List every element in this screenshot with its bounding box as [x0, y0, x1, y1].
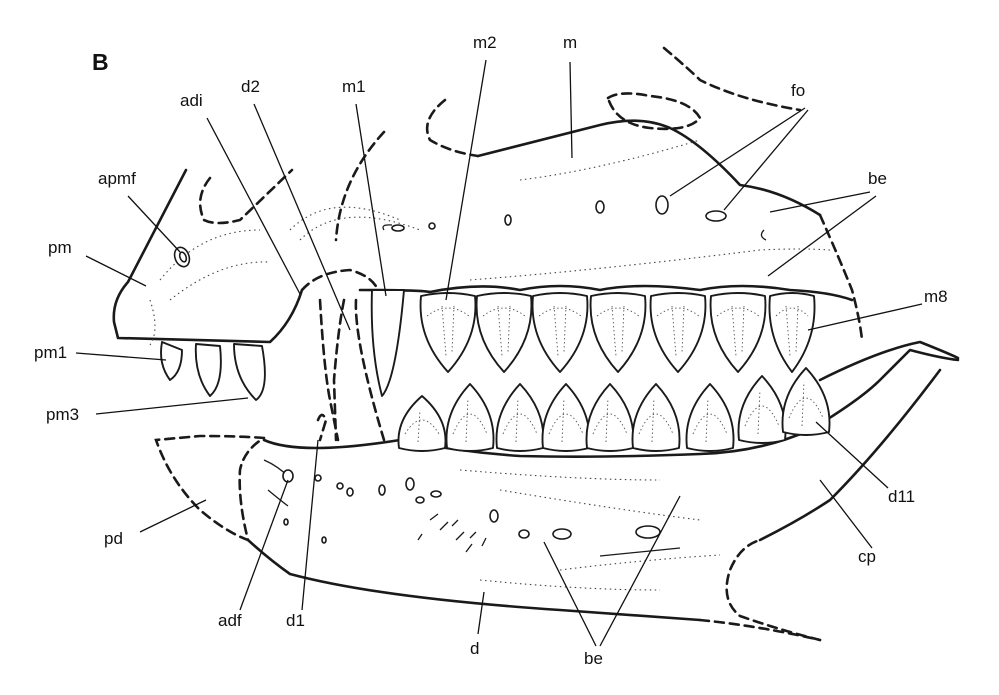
upper-tooth-ridges: [596, 305, 640, 357]
upper-tooth: [709, 292, 767, 373]
premaxillary-teeth: [160, 341, 266, 401]
upper-tooth-ridges: [775, 305, 809, 357]
lower-tooth: [585, 383, 635, 452]
label-d: d: [470, 639, 479, 658]
label-d2: d2: [241, 77, 260, 96]
label-m: m: [563, 33, 577, 52]
label-cp: cp: [858, 547, 876, 566]
label-adi: adi: [180, 91, 203, 110]
lower-tooth-ridges: [692, 397, 728, 443]
upper-tooth-ridges: [482, 305, 526, 357]
maxilla-anterior-margin: [300, 268, 380, 292]
upper-tooth: [419, 292, 477, 373]
leader-lines: [75, 59, 923, 647]
tooth-m1: [370, 289, 405, 397]
maxilla-anterior-dashed-edge: [318, 130, 386, 442]
label-pd: pd: [104, 529, 123, 548]
lower-tooth: [685, 383, 735, 452]
lower-tooth-ridges: [744, 389, 780, 435]
lower-tooth: [495, 383, 545, 452]
lower-tooth: [445, 383, 495, 452]
lower-tooth-ridges: [452, 397, 488, 443]
lower-tooth-ridges: [592, 397, 628, 443]
label-m8: m8: [924, 287, 948, 306]
label-d1: d1: [286, 611, 305, 630]
label-m2: m2: [473, 33, 497, 52]
lower-tooth: [397, 395, 447, 452]
upper-tooth: [768, 292, 816, 373]
label-apmf: apmf: [98, 169, 136, 188]
label-be-upper: be: [868, 169, 887, 188]
upper-tooth: [589, 292, 647, 373]
lower-tooth-ridges: [404, 409, 440, 443]
lower-tooth: [781, 367, 831, 436]
lower-tooth-ridges: [788, 381, 824, 427]
upper-tooth-ridges: [656, 305, 700, 357]
dentary-tooth-d2-outline: [332, 298, 386, 442]
maxillary-tooth-margin: [358, 284, 854, 302]
upper-tooth: [531, 292, 589, 373]
upper-tooth-ridges: [538, 305, 582, 357]
upper-tooth-ridges: [426, 305, 470, 357]
label-pm1: pm1: [34, 343, 67, 362]
lower-tooth-ridges: [548, 397, 584, 443]
label-pm: pm: [48, 238, 72, 257]
label-pm3: pm3: [46, 405, 79, 424]
coronoid-process-line: [818, 340, 960, 382]
panel-letter: B: [92, 49, 109, 75]
label-d11: d11: [888, 487, 915, 506]
label-adf: adf: [218, 611, 242, 630]
upper-tooth: [475, 292, 533, 373]
premaxilla-outline: [112, 168, 304, 346]
lower-tooth: [737, 375, 787, 444]
label-m1: m1: [342, 77, 366, 96]
upper-tooth-ridges: [716, 305, 760, 357]
label-fo: fo: [791, 81, 805, 100]
maxillary-teeth: [419, 292, 816, 373]
maxilla-outline: [289, 46, 864, 342]
lower-tooth: [631, 383, 681, 452]
dentary-teeth: [397, 367, 831, 452]
lower-tooth-ridges: [502, 397, 538, 443]
lower-tooth-ridges: [638, 397, 674, 443]
upper-tooth: [649, 292, 707, 373]
label-be-lower: be: [584, 649, 603, 668]
lower-tooth: [541, 383, 591, 452]
